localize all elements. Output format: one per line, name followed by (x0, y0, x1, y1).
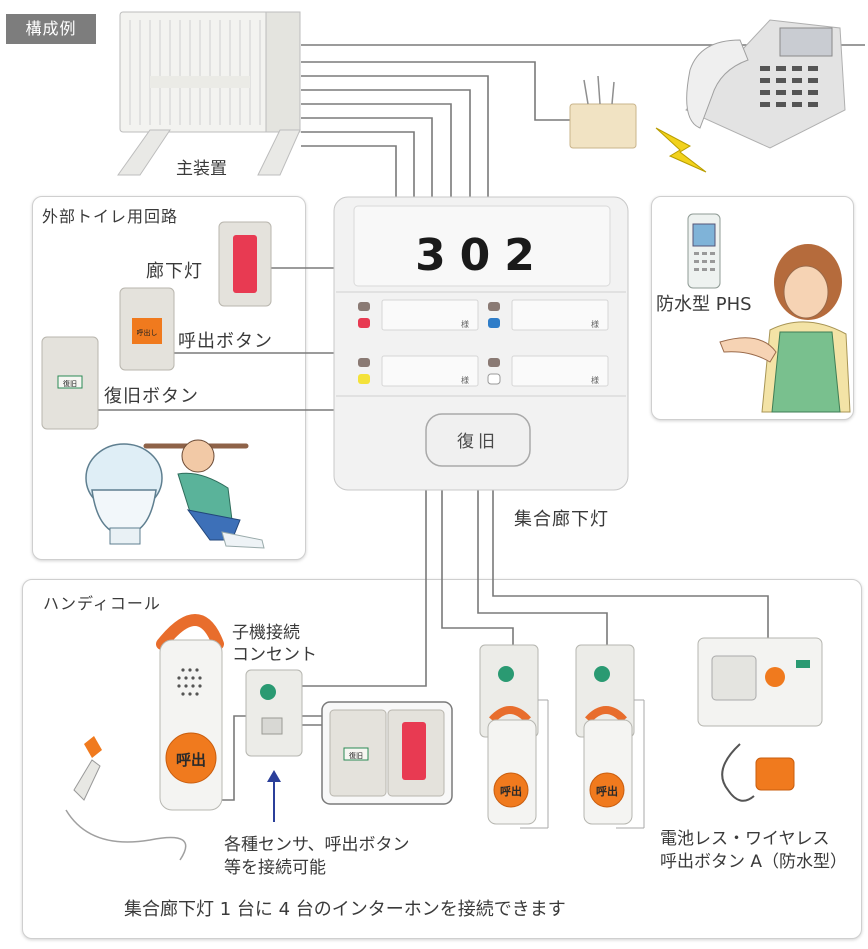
handy-call-pendant (65, 614, 224, 861)
handy-panel-title: ハンディコール (43, 594, 161, 613)
child-unit-outlet (245, 669, 303, 757)
toilet-person-illustration (85, 439, 265, 549)
box-reset-small-text: 復旧 (349, 751, 363, 760)
intercom-2-call-text: 呼出 (596, 784, 618, 798)
phs-label: 防水型 PHS (656, 294, 752, 315)
footer-note: 集合廊下灯 1 台に 4 台のインターホンを接続できます (124, 899, 566, 920)
pendant-call-text: 呼出 (176, 751, 206, 769)
toilet-panel-title: 外部トイレ用回路 (42, 207, 179, 226)
reset-small-text: 復旧 (63, 379, 77, 388)
intercom-1-call-text: 呼出 (500, 784, 522, 798)
intercom-unit-1 (479, 644, 549, 829)
central-caption: 集合廊下灯 (514, 509, 609, 530)
lamp-yellow (358, 374, 370, 384)
lamp-white (487, 373, 501, 385)
reset-button-label: 復旧ボタン (104, 386, 199, 407)
intercom-unit-2 (575, 644, 645, 829)
central-hall-lamp-unit (333, 196, 629, 491)
room-number: 302 (415, 230, 549, 281)
lamp-blue (488, 318, 500, 328)
phs-handset-illustration (687, 213, 721, 289)
wireless-lightning-icon (655, 127, 707, 173)
outlet-label-line2: コンセント (232, 645, 317, 665)
outlet-label-line1: 子機接続 (232, 623, 300, 643)
wiring-lines (98, 44, 865, 801)
hall-lamp-device (218, 221, 272, 307)
name-suffix-2: 様 (591, 319, 599, 329)
woman-with-phs-illustration (719, 244, 851, 413)
central-reset-label: 復旧 (457, 432, 499, 452)
name-suffix-3: 様 (461, 375, 469, 385)
hall-lamp-label: 廊下灯 (146, 261, 203, 282)
lamp-red (358, 318, 370, 328)
sensor-note-line1: 各種センサ、呼出ボタン (224, 835, 410, 855)
sensor-note-line2: 等を接続可能 (224, 858, 326, 878)
call-button-device: 呼出し (119, 287, 175, 371)
call-small-text: 呼出し (137, 328, 158, 337)
main-unit-illustration (117, 11, 301, 176)
section-tag: 構成例 (6, 14, 96, 44)
wireless-intercom-unit (697, 637, 823, 727)
name-suffix-1: 様 (461, 319, 469, 329)
call-button-label: 呼出ボタン (178, 331, 273, 352)
sensor-arrow-icon (267, 770, 281, 822)
reset-button-device: 復旧 (41, 336, 99, 430)
pbx-box-illustration (569, 75, 637, 149)
wireless-label-line2: 呼出ボタン A（防水型） (660, 852, 848, 872)
name-suffix-4: 様 (591, 375, 599, 385)
connected-devices-box (321, 701, 453, 805)
desk-phone-illustration (685, 19, 846, 149)
main-unit-label: 主装置 (176, 159, 227, 179)
wireless-label-line1: 電池レス・ワイヤレス (660, 829, 830, 849)
wireless-call-button (721, 743, 795, 802)
